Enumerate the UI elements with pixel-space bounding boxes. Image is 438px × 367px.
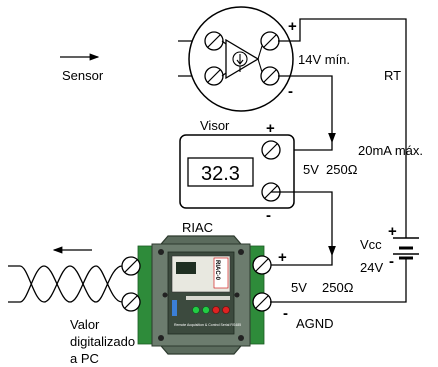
power-supply-symbol: [393, 237, 419, 260]
valor-label: Valor: [70, 317, 100, 332]
visor-minus-sign: -: [266, 207, 271, 224]
visor-screen: [187, 157, 254, 187]
min-voltage-label: 14V mín.: [298, 52, 350, 67]
display-value: 32.3: [201, 163, 240, 185]
loop-wire-agnd-return: [270, 258, 407, 303]
transmitter: [188, 6, 294, 112]
visor-voltage-label: 5V: [303, 162, 319, 177]
led-red: [212, 306, 220, 314]
visor-display: [179, 134, 295, 209]
supply-plus-sign: +: [388, 223, 397, 240]
left-terminal-strip: [137, 245, 153, 345]
supply-minus-sign: -: [389, 253, 394, 270]
twisted-pair-cable: [8, 265, 123, 303]
rt-label: RT: [384, 68, 401, 83]
riac-label: RIAC: [182, 220, 213, 235]
loop-wire-visor-to-riac: [271, 191, 336, 257]
a-pc-label: a PC: [70, 351, 99, 366]
sensor-label: Sensor: [62, 68, 104, 83]
max-current-label: 20mA máx.: [358, 143, 423, 158]
blue-chip: [172, 300, 177, 316]
sensor-plus-sign: +: [288, 18, 297, 35]
riac-module: RIAC-0 Remote Acquisition & Control Seri…: [137, 235, 265, 355]
riac-brand-text: RIAC-0: [214, 260, 220, 281]
supply-voltage-label: 24V: [360, 260, 383, 275]
riac-minus-sign: -: [283, 305, 288, 322]
riac-resistance-label: 250Ω: [322, 280, 354, 295]
sensor-minus-sign: -: [288, 83, 293, 100]
led-green: [192, 306, 200, 314]
riac-plus-sign: +: [278, 249, 287, 266]
led-red: [222, 306, 230, 314]
led-green: [202, 306, 210, 314]
loop-wire-sensor-to-visor: [278, 75, 336, 144]
loop-wire-riac-plus: [262, 255, 333, 266]
agnd-label: AGND: [296, 316, 334, 331]
visor-label: Visor: [200, 118, 230, 133]
riac-voltage-label: 5V: [291, 280, 307, 295]
vcc-label: Vcc: [360, 237, 382, 252]
visor-plus-sign: +: [266, 120, 275, 137]
visor-resistance-label: 250Ω: [326, 162, 358, 177]
digitalizado-label: digitalizado: [70, 334, 135, 349]
loop-wire-top: [278, 18, 407, 238]
board-caption: Remote Acquisition & Control Serial RS48…: [174, 323, 241, 327]
